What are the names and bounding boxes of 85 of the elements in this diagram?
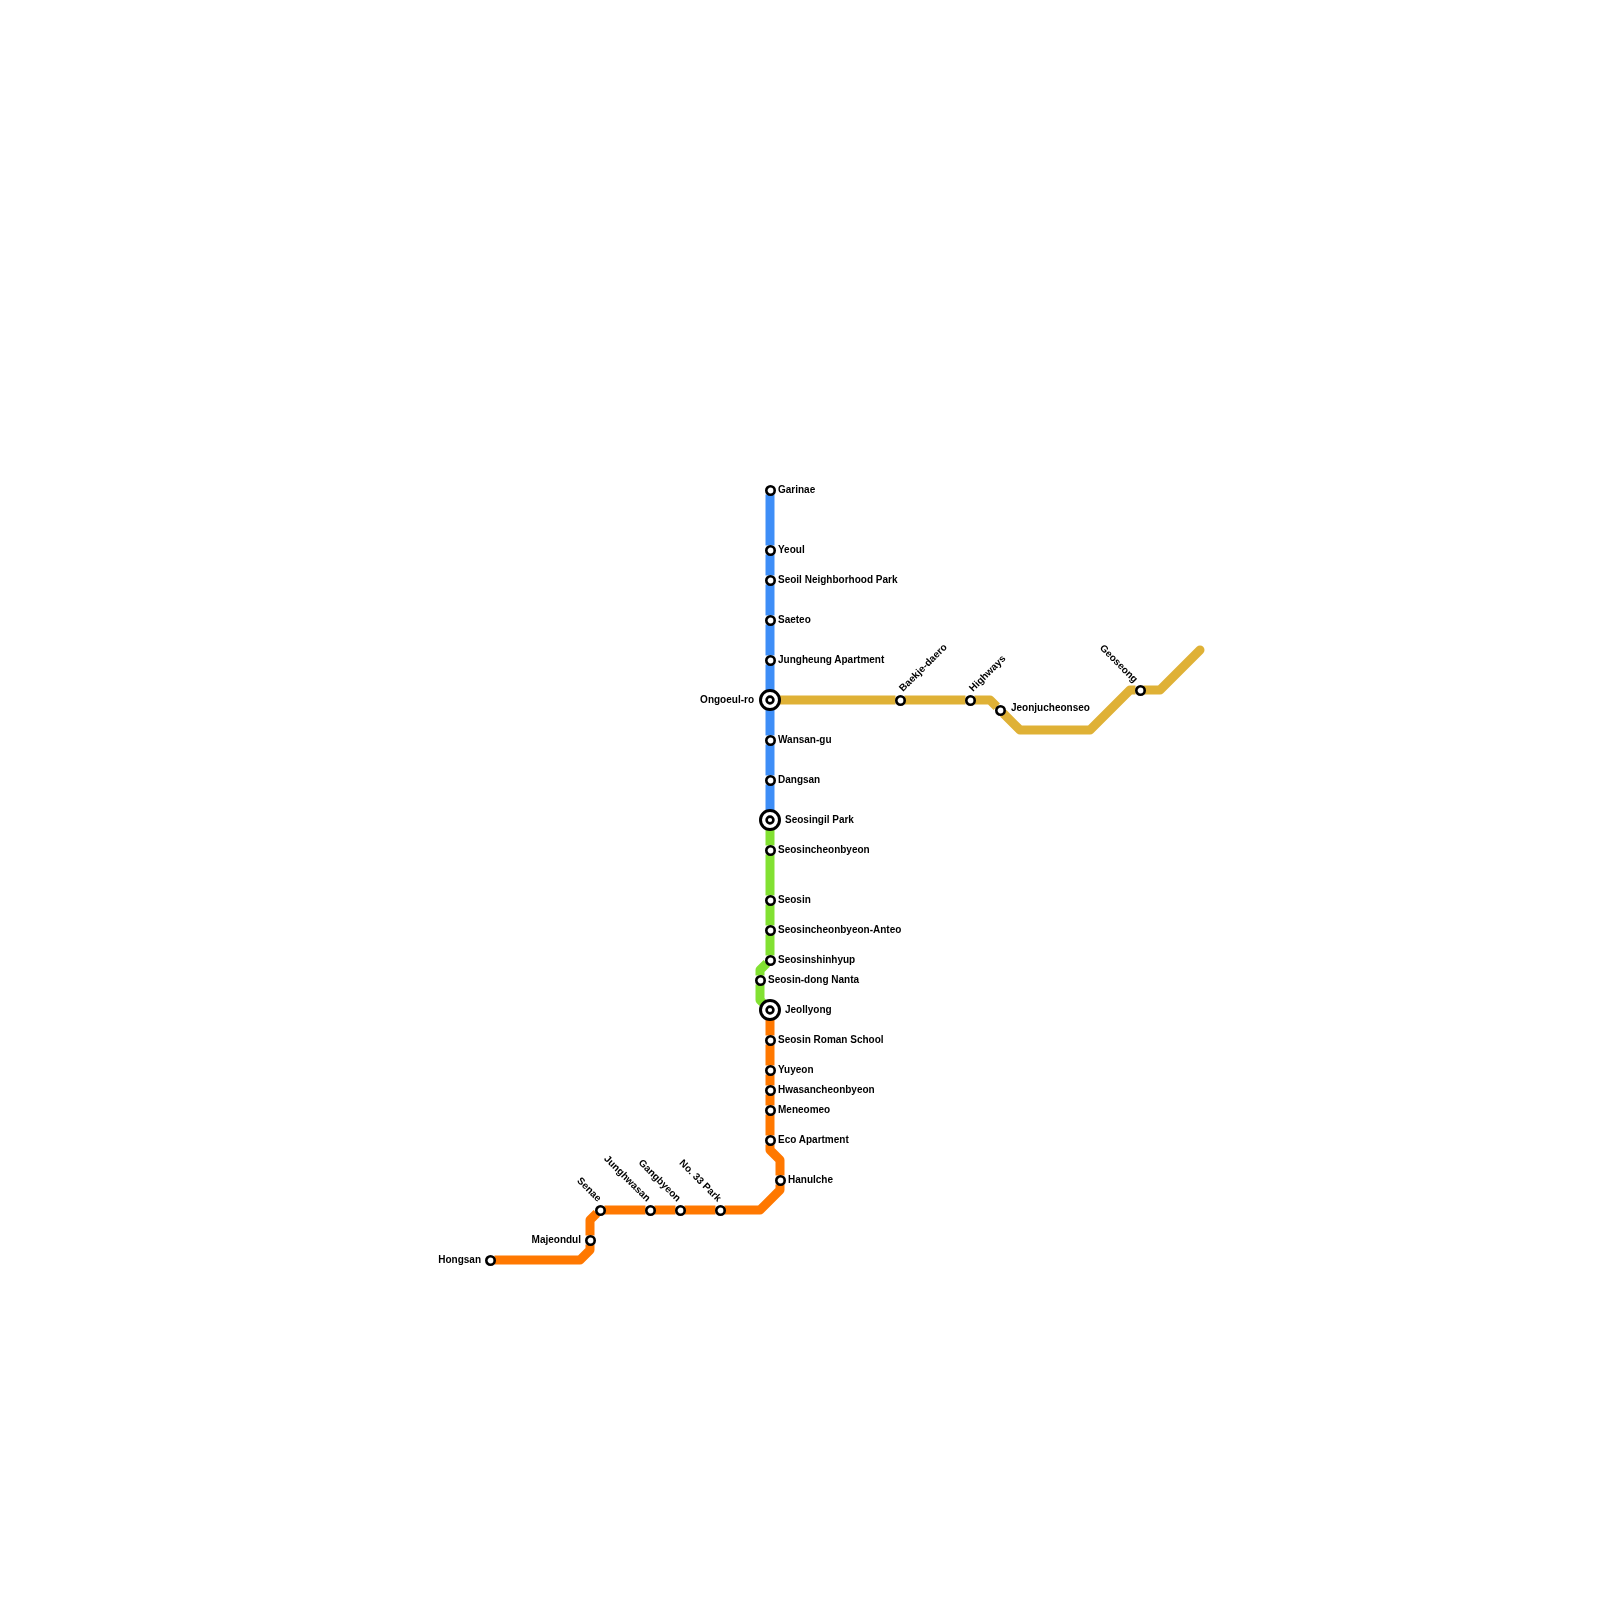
station-marker (764, 954, 776, 966)
metro-line-segment (724, 1184, 785, 1215)
station-label: Wansan-gu (778, 734, 832, 746)
metro-line-segment (765, 904, 775, 926)
station-label: Eco Apartment (778, 1134, 849, 1146)
station-marker (764, 544, 776, 556)
station-marker (764, 1064, 776, 1076)
station-label: Garinae (778, 484, 816, 496)
metro-line-segment (765, 830, 775, 846)
station-label: Majeondul (531, 1234, 581, 1246)
station-label: Seosinshinhyup (778, 954, 856, 966)
station-marker (754, 974, 766, 986)
station-marker (594, 1204, 606, 1216)
metro-line-segment (765, 934, 775, 956)
station-label: Jeonjucheonseo (1011, 702, 1090, 714)
metro-line-segment (1000, 685, 1136, 735)
station-marker (764, 484, 776, 496)
station-marker (764, 1084, 776, 1096)
station-label: Yeoul (778, 544, 805, 556)
metro-line-segment (765, 554, 775, 576)
metro-line-segment (755, 960, 770, 976)
station-marker (764, 614, 776, 626)
metro-line-segment (765, 584, 775, 616)
station-label: Seosincheonbyeon-Anteo (778, 924, 902, 936)
station-marker (764, 1034, 776, 1046)
station-marker (674, 1204, 686, 1216)
metro-line-segment (974, 695, 1000, 710)
metro-line-segment (765, 784, 775, 810)
station-label: Seosincheonbyeon (778, 844, 870, 856)
station-marker (764, 1134, 776, 1146)
station-label: Meneomeo (778, 1104, 831, 1116)
metro-line-segment (765, 744, 775, 776)
interchange-marker (759, 809, 781, 831)
metro-line-segment (765, 854, 775, 896)
station-marker (584, 1234, 596, 1246)
interchange-marker (759, 999, 781, 1021)
station-label: Seosingil Park (785, 814, 854, 826)
metro-line-segment (765, 664, 775, 690)
station-marker (764, 1104, 776, 1116)
station-label: Seosin Roman School (778, 1034, 884, 1046)
station-marker (994, 704, 1006, 716)
station-marker (484, 1254, 496, 1266)
station-label: Jeollyong (785, 1004, 832, 1016)
metro-line-segment (684, 1205, 716, 1215)
station-marker (1134, 684, 1146, 696)
station-marker (764, 734, 776, 746)
station-label: Hwasancheonbyeon (778, 1084, 875, 1096)
metro-line-segment (780, 695, 896, 705)
station-marker (774, 1174, 786, 1186)
station-label: Seosin (778, 894, 811, 906)
station-marker (644, 1204, 656, 1216)
metro-line-segment (765, 1020, 775, 1036)
metro-line-segment (585, 1210, 600, 1236)
station-label: Saeteo (778, 614, 811, 626)
interchange-marker (759, 689, 781, 711)
metro-line-segment (765, 1114, 775, 1136)
metro-line-segment (765, 624, 775, 656)
station-marker (764, 844, 776, 856)
station-marker (894, 694, 906, 706)
metro-line-segment (755, 984, 767, 1007)
station-marker (764, 894, 776, 906)
station-marker (764, 574, 776, 586)
station-marker (964, 694, 976, 706)
metro-line-segment (604, 1205, 646, 1215)
station-marker (714, 1204, 726, 1216)
station-label: Hongsan (438, 1254, 481, 1266)
metro-line-segment (765, 1044, 775, 1066)
station-marker (764, 654, 776, 666)
station-label: Dangsan (778, 774, 821, 786)
metro-line-segment (765, 494, 775, 546)
metro-line-segment (494, 1244, 595, 1265)
station-label: Hanulche (788, 1174, 833, 1186)
metro-line-segment (765, 710, 775, 736)
metro-line-segment (654, 1205, 676, 1215)
station-label: Seoil Neighborhood Park (778, 574, 898, 586)
station-label: Seosin-dong Nanta (768, 974, 860, 986)
station-marker (764, 924, 776, 936)
metro-line-segment (765, 1094, 775, 1106)
station-marker (764, 774, 776, 786)
metro-line-segment (904, 695, 966, 705)
station-label: Ongoeul-ro (700, 694, 754, 706)
metro-line-segment (765, 1074, 775, 1086)
station-label: Jungheung Apartment (778, 654, 885, 666)
station-label: Yuyeon (778, 1064, 814, 1076)
metro-line-segment (765, 1144, 785, 1176)
